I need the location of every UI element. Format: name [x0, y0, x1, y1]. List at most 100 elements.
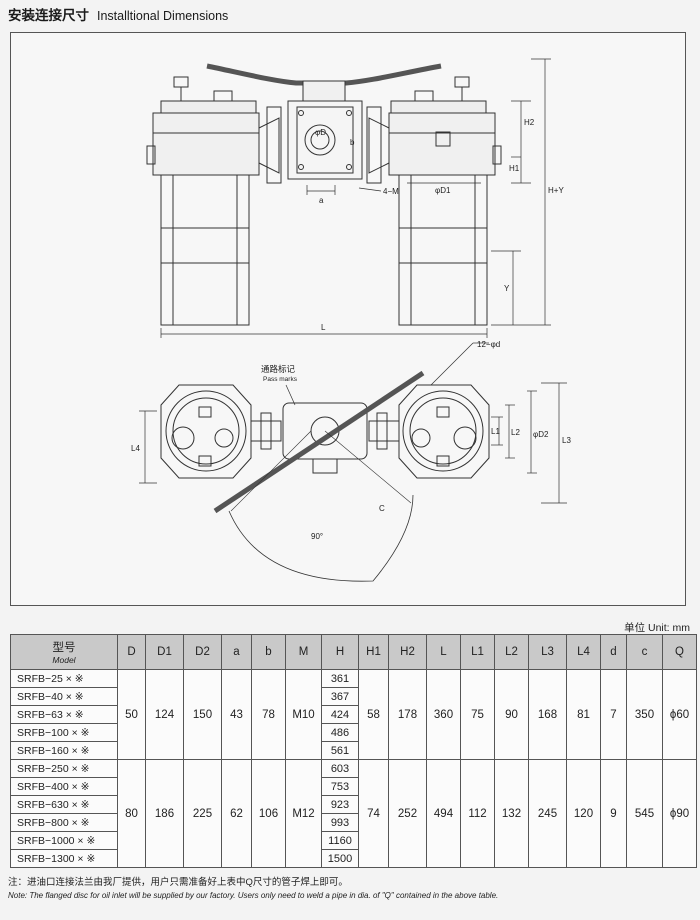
cell-L2: 132: [494, 759, 529, 868]
label-angle: 90°: [311, 532, 323, 541]
col-b: b: [251, 634, 286, 670]
col-D2: D2: [183, 634, 222, 670]
col-L: L: [426, 634, 461, 670]
label-phiD2: φD2: [533, 430, 549, 439]
table-row: SRFB−1300 × ※ 1500: [10, 849, 697, 868]
label-hy: H+Y: [548, 186, 564, 195]
label-4m: 4−M: [383, 187, 399, 196]
cell-D: 50: [117, 669, 146, 760]
model-cell: SRFB−100 × ※: [10, 723, 118, 742]
col-H1: H1: [358, 634, 389, 670]
front-view: [146, 58, 551, 338]
cell-c: 545: [626, 759, 663, 868]
label-c: C: [379, 504, 385, 513]
table-row: SRFB−800 × ※ 993: [10, 813, 697, 832]
label-l4: L4: [131, 444, 140, 453]
label-h1: H1: [509, 164, 520, 173]
cell-H: 361: [321, 669, 359, 688]
cell-H: 753: [321, 777, 359, 796]
cell-H: 1160: [321, 831, 359, 850]
table-row: SRFB−40 × ※ 367: [10, 687, 697, 706]
label-phiD: φD: [315, 128, 326, 137]
col-L1: L1: [460, 634, 495, 670]
label-l: L: [321, 323, 326, 332]
cell-M: M12: [285, 759, 322, 868]
cell-L1: 112: [460, 759, 495, 868]
cell-L4: 81: [566, 669, 601, 760]
unit-note: 单位 Unit: mm: [624, 622, 690, 634]
cell-d: 7: [600, 669, 627, 760]
plan-dimension-labels: 12−φd 通路标记 Pass marks L1 L2 φD2 L3 L4 C …: [131, 340, 571, 541]
cell-H: 561: [321, 741, 359, 760]
cell-L3: 168: [528, 669, 567, 760]
label-pass-en: Pass marks: [263, 376, 298, 383]
cell-Q: ϕ60: [662, 669, 697, 760]
label-l1: L1: [491, 427, 500, 436]
col-d: d: [600, 634, 627, 670]
cell-H: 424: [321, 705, 359, 724]
cell-c: 350: [626, 669, 663, 760]
cell-H: 486: [321, 723, 359, 742]
front-dimension-labels: φD a b 4−M φD1 H1 H2 H+Y Y L: [315, 118, 564, 332]
model-cell: SRFB−400 × ※: [10, 777, 118, 796]
label-l3: L3: [562, 436, 571, 445]
cell-H1: 74: [358, 759, 389, 868]
label-b: b: [350, 138, 355, 147]
model-cell: SRFB−250 × ※: [10, 759, 118, 778]
model-cell: SRFB−1300 × ※: [10, 849, 118, 868]
cell-M: M10: [285, 669, 322, 760]
cell-H: 603: [321, 759, 359, 778]
col-M: M: [285, 634, 322, 670]
cell-L2: 90: [494, 669, 529, 760]
col-H2: H2: [388, 634, 427, 670]
cell-a: 43: [221, 669, 252, 760]
cell-D: 80: [117, 759, 146, 868]
col-Q: Q: [662, 634, 697, 670]
drawing-svg: φD a b 4−M φD1 H1 H2 H+Y Y L: [131, 58, 571, 582]
col-H: H: [321, 634, 359, 670]
cell-d: 9: [600, 759, 627, 868]
table-row: SRFB−63 × ※ 424: [10, 705, 697, 724]
plan-view: [139, 342, 567, 582]
footnote-en: Note: The flanged disc for oil inlet wil…: [8, 891, 499, 900]
footnote: 注：进油口连接法兰由我厂提供，用户只需准备好上表中Q尺寸的管子焊上即可。 Not…: [8, 876, 692, 902]
cell-b: 106: [251, 759, 286, 868]
col-D: D: [117, 634, 146, 670]
cell-H2: 178: [388, 669, 427, 760]
col-D1: D1: [145, 634, 184, 670]
cell-H1: 58: [358, 669, 389, 760]
col-a: a: [221, 634, 252, 670]
label-phiD1: φD1: [435, 186, 451, 195]
cell-b: 78: [251, 669, 286, 760]
col-L4: L4: [566, 634, 601, 670]
model-cell: SRFB−800 × ※: [10, 813, 118, 832]
cell-L1: 75: [460, 669, 495, 760]
label-pass-cn: 通路标记: [261, 364, 296, 374]
technical-drawing: φD a b 4−M φD1 H1 H2 H+Y Y L: [10, 32, 686, 606]
footnote-cn: 注：进油口连接法兰由我厂提供，用户只需准备好上表中Q尺寸的管子焊上即可。: [8, 877, 348, 888]
table-row: SRFB−1000 × ※ 1160: [10, 831, 697, 850]
cell-H: 367: [321, 687, 359, 706]
table-row: SRFB−25 × ※ 50 124 150 43 78 M10 361 58 …: [10, 669, 697, 760]
cell-H: 1500: [321, 849, 359, 868]
cell-D2: 225: [183, 759, 222, 868]
cell-L3: 245: [528, 759, 567, 868]
cell-L4: 120: [566, 759, 601, 868]
model-cell: SRFB−160 × ※: [10, 741, 118, 760]
cell-D1: 124: [145, 669, 184, 760]
cell-L: 494: [426, 759, 461, 868]
cell-L: 360: [426, 669, 461, 760]
col-c: c: [626, 634, 663, 670]
label-a: a: [319, 196, 324, 205]
title-cn: 安装连接尺寸: [8, 8, 89, 23]
model-cell: SRFB−25 × ※: [10, 669, 118, 688]
cell-H2: 252: [388, 759, 427, 868]
cell-H: 993: [321, 813, 359, 832]
cell-H: 923: [321, 795, 359, 814]
label-h2: H2: [524, 118, 535, 127]
label-l2: L2: [511, 428, 520, 437]
